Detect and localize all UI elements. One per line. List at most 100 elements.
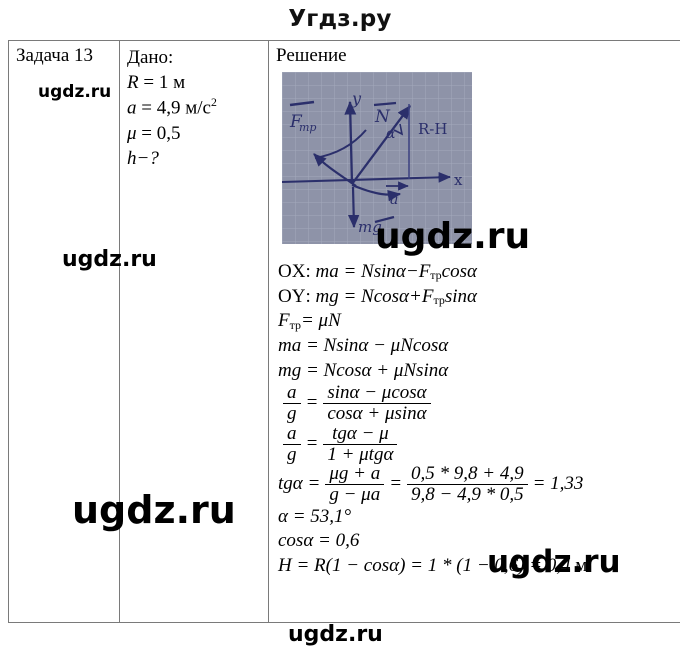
label-friction-vector: F [289,112,303,132]
equation-height-expression: H = R(1 − cosα) = 1 * (1 − 0,6) = 0,4 [278,555,571,577]
fraction-a-over-g-1: a g [283,383,301,424]
fraction-denominator: g [283,443,301,465]
given-mu-value: 0,5 [156,122,181,144]
equation-oy-left: mg = Ncos [315,285,400,307]
given-line-unknown: h−? [127,147,159,169]
fraction-denominator: 9,8 − 4,9 * 0,5 [407,484,528,505]
given-cell: Дано: R = 1 м a = 4,9 м/с2 μ = 0,5 h−? [119,40,269,623]
given-R-value: 1 [158,72,169,94]
task-label: Задача 13 [16,45,94,66]
equation-ox-alpha1: α [395,260,406,282]
watermark: ugdz.ru [375,216,531,257]
equation-ratio-tg: a g = tgα − μ 1 + μtgα [278,424,680,465]
equation-tangent-equals-1: = [307,473,321,495]
watermark: ugdz.ru [72,488,236,532]
equation-ox-colon: : [305,260,311,282]
equation-tangent-value: tgα = μg + a g − μa = 0,5 * 9,8 + 4,9 9,… [278,464,680,505]
label-accel-vector: a [390,192,398,208]
fraction-denominator: 1 + μtgα [323,443,398,465]
physics-diagram: F тр y N α R-H x a mg [282,71,472,244]
equation-ratio-sincos: a g = sinα − μcosα cosα + μsinα [278,383,680,424]
given-line-a: a = 4,9 м/с2 [127,95,262,120]
equation-ox-force: F [418,260,431,282]
equation-friction-sub: тр [289,317,301,332]
fraction-denominator: cosα + μsinα [323,403,431,424]
equation-mg: mg = Ncosα + μNsinα [278,359,449,381]
fraction-numerator: tgα − μ [332,422,389,444]
equation-oy-sin: sin [444,285,468,307]
equation-ratio-equals-2: = [305,432,319,454]
fraction-tangent-numeric: 0,5 * 9,8 + 4,9 9,8 − 4,9 * 0,5 [407,464,528,505]
watermark: ugdz.ru [38,82,112,102]
equation-oy-alpha2: α [467,285,477,307]
equation-tangent-result: = 1,33 [532,473,584,495]
table-row: Задача 13 Дано: R = 1 м a = 4,9 м/с2 μ =… [8,40,680,623]
equation-height-unit: м [575,555,588,577]
fraction-numerator: μg + a [329,463,381,485]
solution-table: Задача 13 Дано: R = 1 м a = 4,9 м/с2 μ =… [8,40,680,623]
given-R-symbol: R [127,72,139,94]
label-segment-rh: R-H [418,120,447,138]
fraction-tangent-symbolic: μg + a g − μa [325,463,385,505]
physics-diagram-svg: F тр y N α R-H x a mg [282,71,472,244]
equation-ox-alpha2: α [467,260,477,282]
site-header: Угдз.ру [0,0,680,38]
equation-friction-rhs: = μN [300,310,341,332]
label-weight-vector: mg [358,218,382,236]
solution-heading: Решение [276,45,347,66]
given-line-R: R = 1 м [127,70,262,95]
equation-oy-force-sub: тр [433,293,445,308]
label-normal-vector: N [374,107,391,127]
given-a-unit-exponent: 2 [210,96,217,110]
equation-ox-axis: OX [278,260,306,282]
equation-ratio-equals-1: = [305,392,319,414]
watermark: ugdz.ru [288,622,383,647]
fraction-numerator: 0,5 * 9,8 + 4,9 [411,463,524,485]
equation-oy-force: F [421,285,434,307]
given-a-symbol: a [127,97,137,119]
equation-oy-axis: OY [278,285,306,307]
equation-cos-alpha: cosα = 0,6 [278,530,360,552]
fraction-numerator: a [287,382,297,404]
equation-oy-alpha1: α [399,285,410,307]
equation-tangent-equals-2: = [389,473,403,495]
given-R-unit: м [173,72,186,94]
label-angle: α [386,126,396,142]
equation-oy-plus: + [409,285,422,307]
equation-oy-colon: : [305,285,311,307]
equation-height-result: H = R(1 − cosα) = 1 * (1 − 0,6) = 0,4 м [278,554,680,579]
fraction-denominator: g − μa [325,484,385,505]
given-a-eq: = [141,97,152,119]
fraction-tg: tgα − μ 1 + μtgα [323,422,398,465]
fraction-denominator: g [283,403,301,424]
equation-ox-cos: cos [441,260,467,282]
given-R-eq: = [143,72,155,94]
fraction-numerator: a [287,422,297,444]
site-logo: Угдз.ру [288,6,392,32]
equation-ox-minus: − [405,260,419,282]
given-a-value: 4,9 [156,97,181,119]
watermark: ugdz.ru [62,247,157,272]
given-heading: Дано: [127,47,174,68]
given-mu-eq: = [141,122,153,144]
label-y-axis: y [351,89,362,108]
watermark: ugdz.ru [487,544,621,580]
given-mu-symbol: μ [127,122,137,144]
equation-ox-left: ma = Nsin [315,260,396,282]
equation-tangent-lead: tgα [278,473,303,495]
given-a-unit: м/с [185,97,211,119]
label-friction-sub: тр [299,121,316,134]
equation-alpha: α = 53,1° [278,505,352,527]
label-x-axis: x [454,171,463,189]
fraction-sincos: sinα − μcosα cosα + μsinα [323,382,431,424]
fraction-a-over-g-2: a g [283,424,301,465]
fraction-numerator: sinα − μcosα [327,382,427,404]
solution-cell: Решение [268,40,680,623]
equation-ox-force-sub: тр [430,268,442,283]
task-number-cell: Задача 13 [8,40,120,623]
equation-ma: ma = Nsinα − μNcosα [278,334,449,356]
